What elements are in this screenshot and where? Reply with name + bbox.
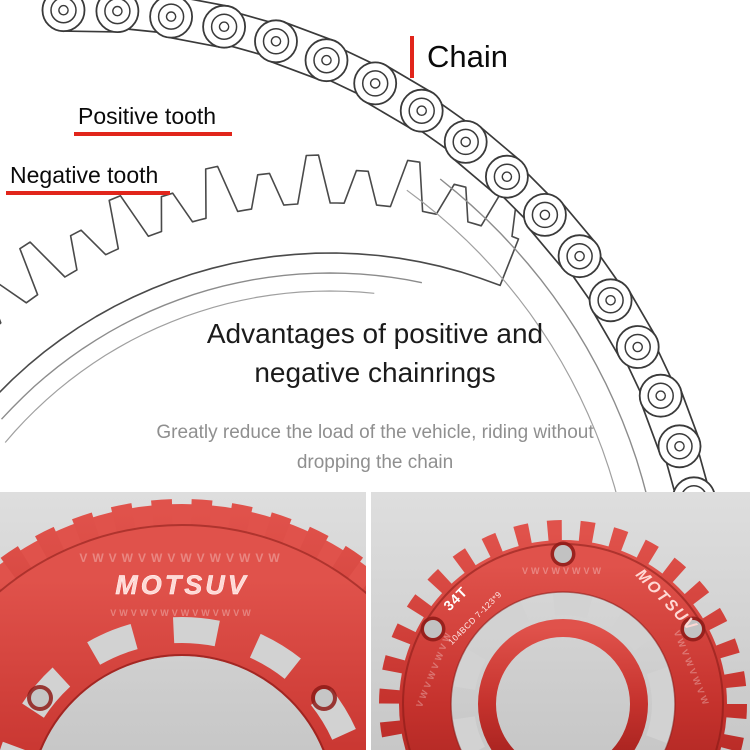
left-pattern-engraving-2: VWVWVWVWVWVWVW [110, 608, 253, 618]
positive-tooth-label: Positive tooth [74, 103, 232, 136]
right-gear-cutouts [452, 593, 674, 750]
chain-roller [672, 476, 715, 492]
chain-roller [655, 390, 667, 402]
left-chainring-photo: VWVWVWVWVWVWVW MOTSUV VWVWVWVWVWVWVW [0, 499, 366, 750]
chain-roller [605, 294, 616, 306]
chain-roller [112, 5, 123, 17]
left-pattern-engraving: VWVWVWVWVWVWVW [79, 551, 284, 565]
chain-roller [682, 485, 706, 492]
left-brand-engraving: MOTSUV [115, 570, 249, 600]
left-gear-cutouts [0, 617, 364, 750]
negative-tooth-pointer-line [6, 191, 170, 195]
chain-roller [218, 21, 230, 33]
chain-diagram-canvas [0, 0, 715, 492]
chain-roller [632, 341, 644, 353]
ring-body-arc [4, 290, 375, 443]
right-bolt-hole [684, 620, 702, 638]
negative-tooth-label-text: Negative tooth [10, 162, 159, 188]
chain-roller [674, 440, 685, 452]
chainring-teeth-outline [0, 154, 520, 393]
chain-roller [416, 105, 428, 116]
chain-roller [460, 136, 472, 148]
positive-tooth-pointer-line [74, 132, 232, 136]
chain-roller [58, 4, 69, 16]
chain-label-text: Chain [427, 39, 508, 74]
chain-roller [369, 78, 381, 89]
positive-tooth-label-text: Positive tooth [78, 103, 217, 129]
heading-line-2: negative chainrings [254, 357, 496, 388]
right-gear-teeth [379, 520, 747, 750]
negative-tooth-label: Negative tooth [6, 162, 170, 195]
chain-roller [574, 250, 585, 262]
subheading-line-2: dropping the chain [296, 452, 454, 473]
subheading-line-1: Greatly reduce the load of the vehicle, … [156, 422, 594, 443]
chain-roller [165, 11, 177, 22]
chain-roller [270, 36, 282, 47]
diagram-section: Chain Positive tooth Negative tooth Adva… [0, 0, 750, 492]
chainring-illustration [0, 154, 647, 492]
ring-body-arc [406, 189, 617, 492]
left-gear-teeth-root-line [0, 524, 366, 595]
chain-illustration [41, 0, 715, 492]
left-bolt-hole [315, 689, 333, 707]
right-chainring-photo: 34T 104BCD 7-123*9 MOTSUV VWVWVWVW VWVWV… [379, 520, 747, 750]
chain-roller [501, 171, 513, 182]
right-pattern-engraving: VWVWVWVW [522, 566, 604, 576]
product-photo-left: VWVWVWVWVWVWVW MOTSUV VWVWVWVWVWVWVW [0, 492, 366, 750]
product-photo-right: 34T 104BCD 7-123*9 MOTSUV VWVWVWVW VWVWV… [371, 492, 750, 750]
ring-body-arc [0, 272, 423, 420]
right-bolt-hole [424, 620, 442, 638]
chain-roller [321, 54, 332, 66]
heading-line-1: Advantages of positive and [206, 318, 544, 349]
left-bolt-hole [31, 689, 49, 707]
subheading: Greatly reduce the load of the vehicle, … [0, 418, 750, 478]
heading: Advantages of positive and negative chai… [0, 314, 750, 392]
product-photos-section: VWVWVWVWVWVWVW MOTSUV VWVWVWVWVWVWVW [0, 492, 750, 750]
right-gear-inner-ring [478, 619, 648, 750]
right-gear-inner-edge [450, 591, 676, 750]
chain-roller [539, 209, 551, 221]
ring-body-arc [439, 178, 647, 492]
right-bolt-hole [554, 545, 572, 563]
chain-label: Chain [410, 36, 508, 78]
chain-pointer-line [410, 36, 414, 78]
left-gear-body [0, 504, 366, 750]
left-gear-inner-edge [39, 654, 325, 750]
